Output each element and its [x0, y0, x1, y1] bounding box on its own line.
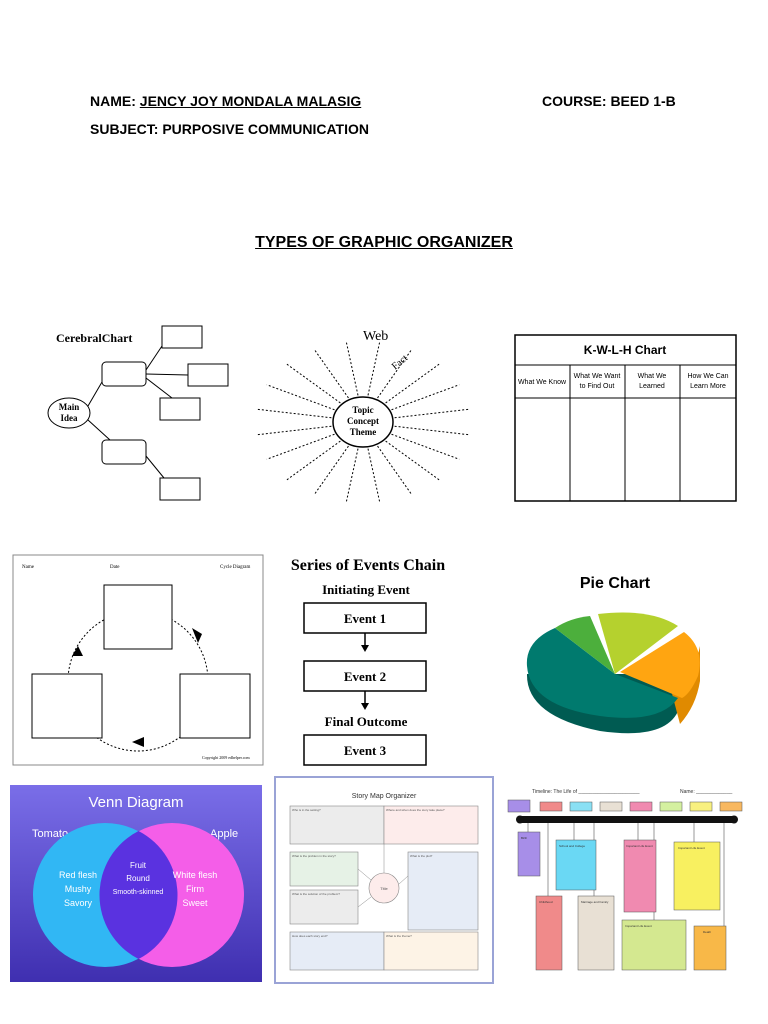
pie-slice-orange — [620, 632, 700, 698]
story-box5: What is the solution of the problem? — [292, 892, 340, 896]
venn-left3: Savory — [64, 898, 93, 908]
pie-title: Pie Chart — [580, 575, 651, 592]
pie-slice-green — [555, 616, 615, 674]
name-label: NAME: — [90, 93, 136, 109]
web-ray — [266, 433, 335, 460]
web-ray — [367, 448, 381, 504]
web-center-line3: Theme — [350, 427, 377, 437]
web-center-line1: Topic — [352, 405, 373, 415]
web-fact-label: Fact — [390, 353, 410, 373]
pie-slice-teal — [526, 628, 678, 718]
timeline-childhood: Childhood — [539, 900, 553, 904]
web-ray — [394, 408, 470, 419]
web-ray — [377, 348, 413, 399]
web-ray — [367, 340, 381, 396]
story-box6: How does each story end? — [292, 934, 328, 938]
venn-left-label: Tomato — [32, 828, 68, 840]
kwlh-chart-figure: K-W-L-H Chart What We Know What We Want … — [514, 332, 738, 504]
timeline-important3: Important Life Event — [625, 924, 652, 928]
events-title: Series of Events Chain — [291, 557, 445, 574]
timeline-title: Timeline: The Life of __________________… — [532, 789, 640, 795]
web-ray — [256, 425, 332, 436]
cycle-diagram-figure: Name Date Cycle Diagram Copyright 2009 e… — [12, 554, 264, 766]
web-title: Web — [363, 329, 388, 344]
web-ray — [377, 445, 413, 496]
kwlh-col3a: What We — [638, 373, 667, 380]
kwlh-col4a: How We Can — [687, 373, 728, 380]
pie-chart-figure: Pie Chart — [520, 566, 710, 756]
timeline-marriage: Marriage and Family — [581, 900, 609, 904]
web-center-line2: Concept — [347, 416, 379, 426]
cerebral-title: CerebralChart — [56, 331, 132, 345]
kwlh-title: K-W-L-H Chart — [584, 343, 666, 357]
course-label: COURSE: BEED 1-B — [542, 93, 676, 109]
event2-label: Event 2 — [344, 669, 386, 684]
cerebral-chart-figure: CerebralChart Main Idea — [40, 318, 240, 508]
cycle-name: Name — [22, 565, 35, 570]
timeline-school: School and College — [559, 844, 585, 848]
web-ray — [256, 408, 332, 419]
timeline-death: Death — [703, 930, 711, 934]
web-ray — [266, 384, 335, 411]
venn-diagram-figure: Venn Diagram Tomato Apple Red flesh Mush… — [10, 785, 262, 982]
web-ray — [394, 425, 470, 436]
venn-right-label: Apple — [210, 828, 238, 840]
web-ray — [385, 440, 440, 481]
story-map-figure: Story Map Organizer Who is in the settin… — [274, 776, 494, 984]
web-ray — [385, 363, 440, 404]
web-ray — [313, 445, 349, 496]
kwlh-col2a: What We Want — [574, 373, 621, 380]
timeline-important2: Important Life Event — [678, 846, 705, 850]
web-ray — [345, 340, 359, 396]
web-ray — [391, 433, 460, 460]
web-ray — [286, 440, 341, 481]
name-value: JENCY JOY MONDALA MALASIG — [139, 93, 362, 109]
kwlh-col1: What We Know — [518, 379, 567, 386]
story-box7: What is the theme? — [386, 934, 412, 938]
story-box4: What is the plot? — [410, 854, 433, 858]
venn-right3: Sweet — [182, 898, 208, 908]
event1-label: Event 1 — [344, 611, 386, 626]
cycle-type: Cycle Diagram — [220, 565, 251, 570]
main-idea-line1: Main — [59, 402, 80, 412]
events-initiating: Initiating Event — [322, 582, 410, 597]
story-box1: Who is in the setting? — [292, 808, 321, 812]
web-ray — [345, 448, 359, 504]
venn-right2: Firm — [186, 884, 204, 894]
cycle-copyright: Copyright 2009 edhelper.com — [202, 755, 251, 760]
story-box2: Where and when does the story take place… — [386, 808, 445, 812]
web-ray — [313, 348, 349, 399]
timeline-important1: Important Life Event — [626, 844, 653, 848]
kwlh-col4b: Learn More — [690, 383, 726, 390]
venn-left1: Red flesh — [59, 870, 97, 880]
events-chain-figure: Series of Events Chain Initiating Event … — [272, 552, 464, 770]
kwlh-col2b: to Find Out — [580, 383, 615, 390]
venn-right1: White flesh — [173, 870, 218, 880]
timeline-birth: Birth — [521, 836, 528, 840]
cycle-date: Date — [110, 565, 120, 570]
event3-label: Event 3 — [344, 743, 387, 758]
story-center: Title — [380, 886, 388, 891]
story-title: Story Map Organizer — [352, 793, 417, 800]
pie-slice-yellowgreen — [598, 612, 678, 674]
venn-mid1: Fruit — [130, 861, 147, 870]
venn-title: Venn Diagram — [88, 794, 183, 811]
main-idea-line2: Idea — [60, 413, 78, 423]
document-title: TYPES OF GRAPHIC ORGANIZER — [255, 234, 513, 251]
kwlh-col3b: Learned — [639, 383, 665, 390]
venn-left2: Mushy — [65, 884, 92, 894]
timeline-name: Name: _____________ — [680, 789, 732, 795]
story-box3: What is the problem in the story? — [292, 854, 336, 858]
web-ray — [286, 363, 341, 404]
name-line: NAME: JENCY JOY MONDALA MALASIG — [90, 93, 361, 109]
events-final: Final Outcome — [325, 714, 408, 729]
venn-mid2: Round — [126, 874, 150, 883]
web-figure: Web Fact Topic Concept Theme — [255, 322, 480, 512]
web-ray — [391, 384, 460, 411]
venn-mid3: Smooth-skinned — [113, 889, 164, 896]
subject-label: SUBJECT: PURPOSIVE COMMUNICATION — [90, 121, 369, 137]
timeline-figure: Timeline: The Life of __________________… — [504, 784, 754, 976]
